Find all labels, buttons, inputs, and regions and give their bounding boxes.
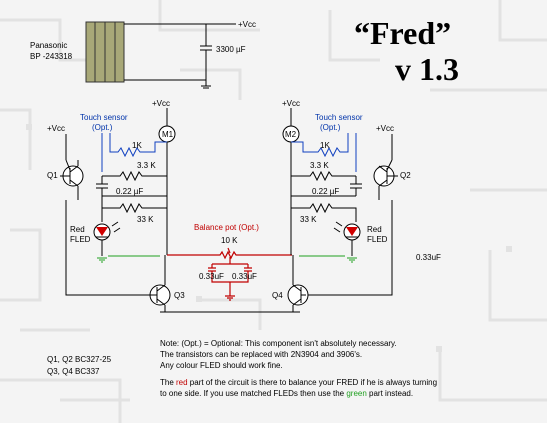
led-right-line2: FLED — [367, 235, 388, 244]
battery-model: BP -243318 — [30, 52, 73, 61]
side-cap-label: 0.33uF — [416, 253, 441, 262]
r33k-left-label: 33 K — [137, 215, 154, 224]
touch-sensor-right-label: Touch sensor — [315, 113, 363, 122]
motor-m2-label: M2 — [285, 130, 297, 139]
r33k-right-label: 33 K — [300, 215, 317, 224]
q4-label: Q4 — [272, 291, 283, 300]
touch-sensor-left-label: Touch sensor — [80, 113, 128, 122]
vcc-q1: +Vcc — [47, 124, 65, 133]
title-version: v 1.3 — [395, 51, 459, 87]
r1k-right-label: 1K — [320, 141, 330, 150]
battery-brand: Panasonic — [30, 41, 67, 50]
vcc-main: +Vcc — [238, 20, 256, 29]
led-left-line1: Red — [70, 225, 85, 234]
balance-label: Balance pot (Opt.) — [194, 223, 259, 232]
touch-sensor-left-opt: (Opt.) — [92, 123, 113, 132]
main-capacitor — [200, 24, 212, 80]
parts-line1: Q1, Q2 BC327-25 — [47, 355, 112, 364]
touch-sensor-right-opt: (Opt.) — [320, 123, 341, 132]
balance-cap-right: 0.33uF — [232, 272, 257, 281]
motor-m1-label: M1 — [162, 130, 174, 139]
led-right-line1: Red — [367, 225, 382, 234]
ground-right-icon — [347, 257, 357, 263]
main-capacitor-label: 3300 µF — [216, 45, 246, 54]
balance-cap-left: 0.33uF — [199, 272, 224, 281]
note-line2: The transistors can be replaced with 2N3… — [160, 350, 362, 359]
r3k3-left-label: 3.3 K — [137, 161, 156, 170]
vcc-m1: +Vcc — [152, 99, 170, 108]
q1-label: Q1 — [47, 171, 58, 180]
q3-label: Q3 — [174, 291, 185, 300]
title-name: “Fred” — [354, 15, 451, 51]
led-right-icon — [333, 221, 361, 241]
ground-left-icon — [97, 257, 107, 263]
r10k-label: 10 K — [221, 236, 238, 245]
battery-pack — [85, 21, 125, 83]
note-line3: Any colour FLED should work fine. — [160, 361, 283, 370]
cap-right-label: 0.22 µF — [312, 187, 339, 196]
r1k-left-label: 1K — [132, 141, 142, 150]
led-left-icon — [93, 221, 121, 241]
q2-label: Q2 — [400, 171, 411, 180]
transistor-q4-icon — [287, 284, 309, 306]
r3k3-right-label: 3.3 K — [310, 161, 329, 170]
parts-line2: Q3, Q4 BC337 — [47, 367, 100, 376]
vcc-q2: +Vcc — [376, 124, 394, 133]
cap-left-label: 0.22 µF — [116, 187, 143, 196]
led-left-line2: FLED — [70, 235, 91, 244]
vcc-m2: +Vcc — [282, 99, 300, 108]
note-line4: The red part of the circuit is there to … — [160, 378, 437, 387]
note-line5: to one side. If you use matched FLEDs th… — [160, 389, 413, 398]
note-line1: Note: (Opt.) = Optional: This component … — [160, 339, 397, 348]
